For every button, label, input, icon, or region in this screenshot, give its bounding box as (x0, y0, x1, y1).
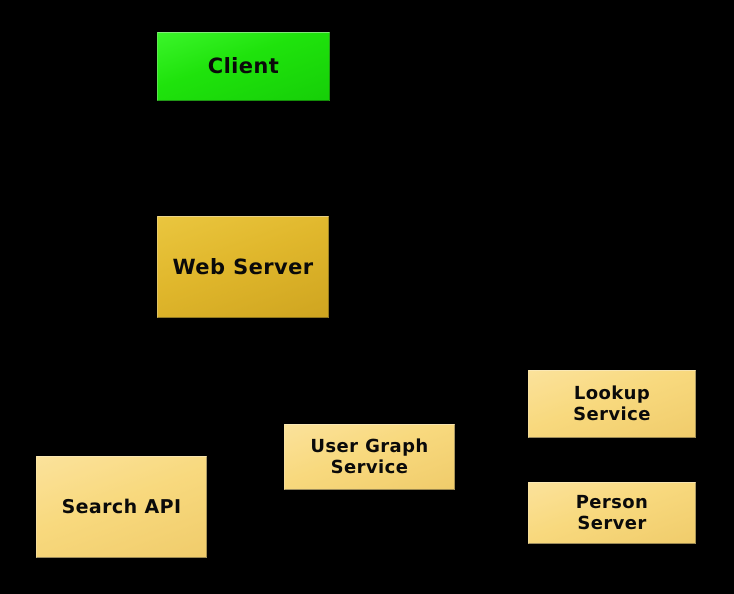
node-search-api[interactable]: Search API (36, 456, 207, 558)
node-web-server[interactable]: Web Server (157, 216, 329, 318)
node-person-server-label: Person Server (575, 491, 649, 534)
node-lookup-service[interactable]: Lookup Service (528, 370, 696, 438)
node-web-server-label: Web Server (172, 254, 314, 279)
node-person-server[interactable]: Person Server (528, 482, 696, 544)
node-client[interactable]: Client (157, 32, 330, 101)
node-client-label: Client (207, 54, 280, 79)
node-lookup-service-label: Lookup Service (573, 382, 651, 425)
node-user-graph-service[interactable]: User Graph Service (284, 424, 455, 490)
node-search-api-label: Search API (61, 495, 182, 518)
node-user-graph-service-label: User Graph Service (310, 435, 429, 478)
